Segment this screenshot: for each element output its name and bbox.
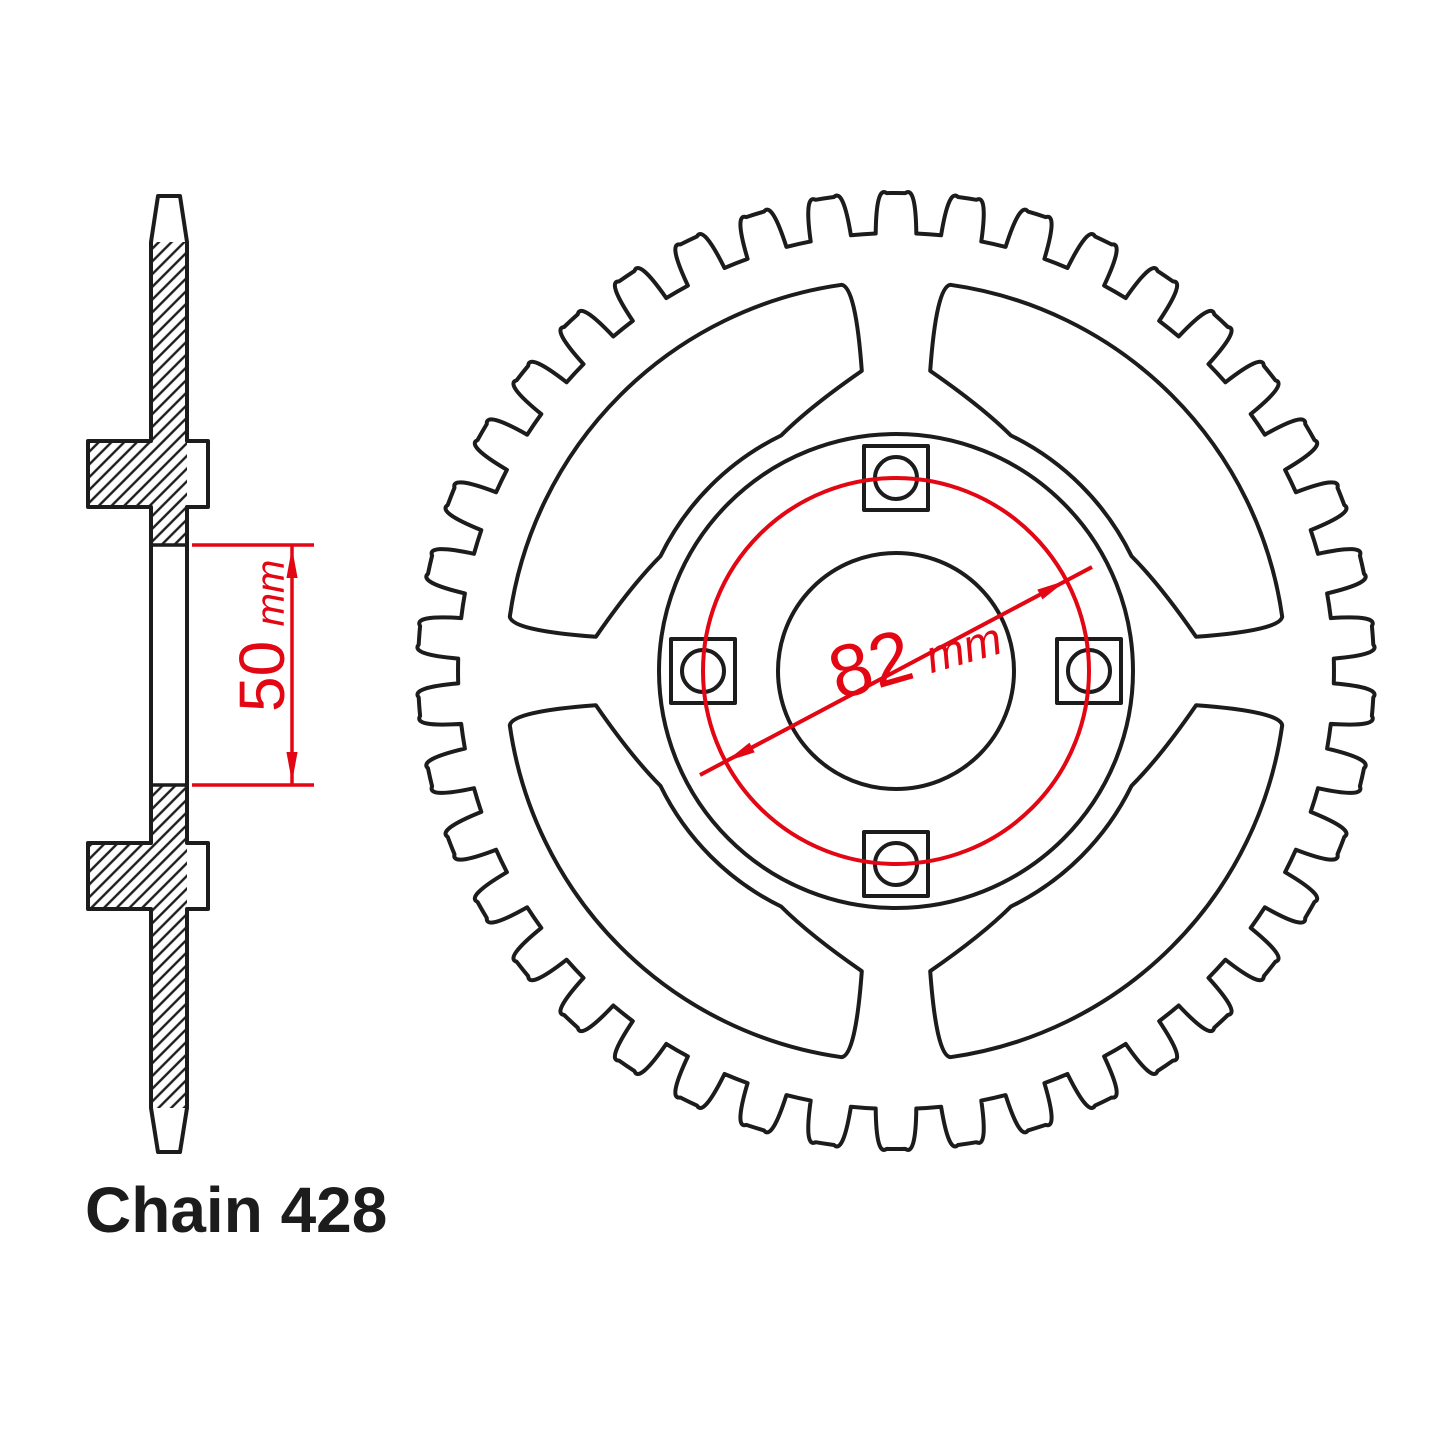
- arrowhead-down: [286, 752, 298, 782]
- dimension-text-50mm: 50 mm: [226, 560, 298, 712]
- section-hatch-lower-boss: [88, 843, 151, 909]
- side-view-section: [86, 194, 210, 1154]
- dimension-value-50: 50: [226, 641, 298, 712]
- dimension-line-82: [699, 565, 1093, 777]
- arrowhead-lower-left: [725, 742, 755, 762]
- chain-label: Chain 428: [85, 1174, 387, 1246]
- lightening-hole: [507, 703, 864, 1060]
- arrowhead-up: [286, 548, 298, 578]
- section-hatch-upper: [151, 242, 187, 545]
- blade-outline: [86, 194, 210, 1154]
- blade-body: [88, 196, 208, 1152]
- arrowhead-upper-right: [1037, 580, 1067, 600]
- bolt-circle-dimension: [701, 476, 1091, 866]
- lightening-hole: [928, 703, 1285, 1060]
- lightening-hole: [507, 282, 864, 639]
- hub-circle: [657, 432, 1135, 910]
- dimension-unit-50: mm: [249, 560, 293, 627]
- section-hatch-lower: [151, 785, 187, 1108]
- dimension-50mm: 50 mm: [192, 543, 314, 787]
- section-hatch-upper-boss: [88, 441, 151, 507]
- lightening-hole: [928, 282, 1285, 639]
